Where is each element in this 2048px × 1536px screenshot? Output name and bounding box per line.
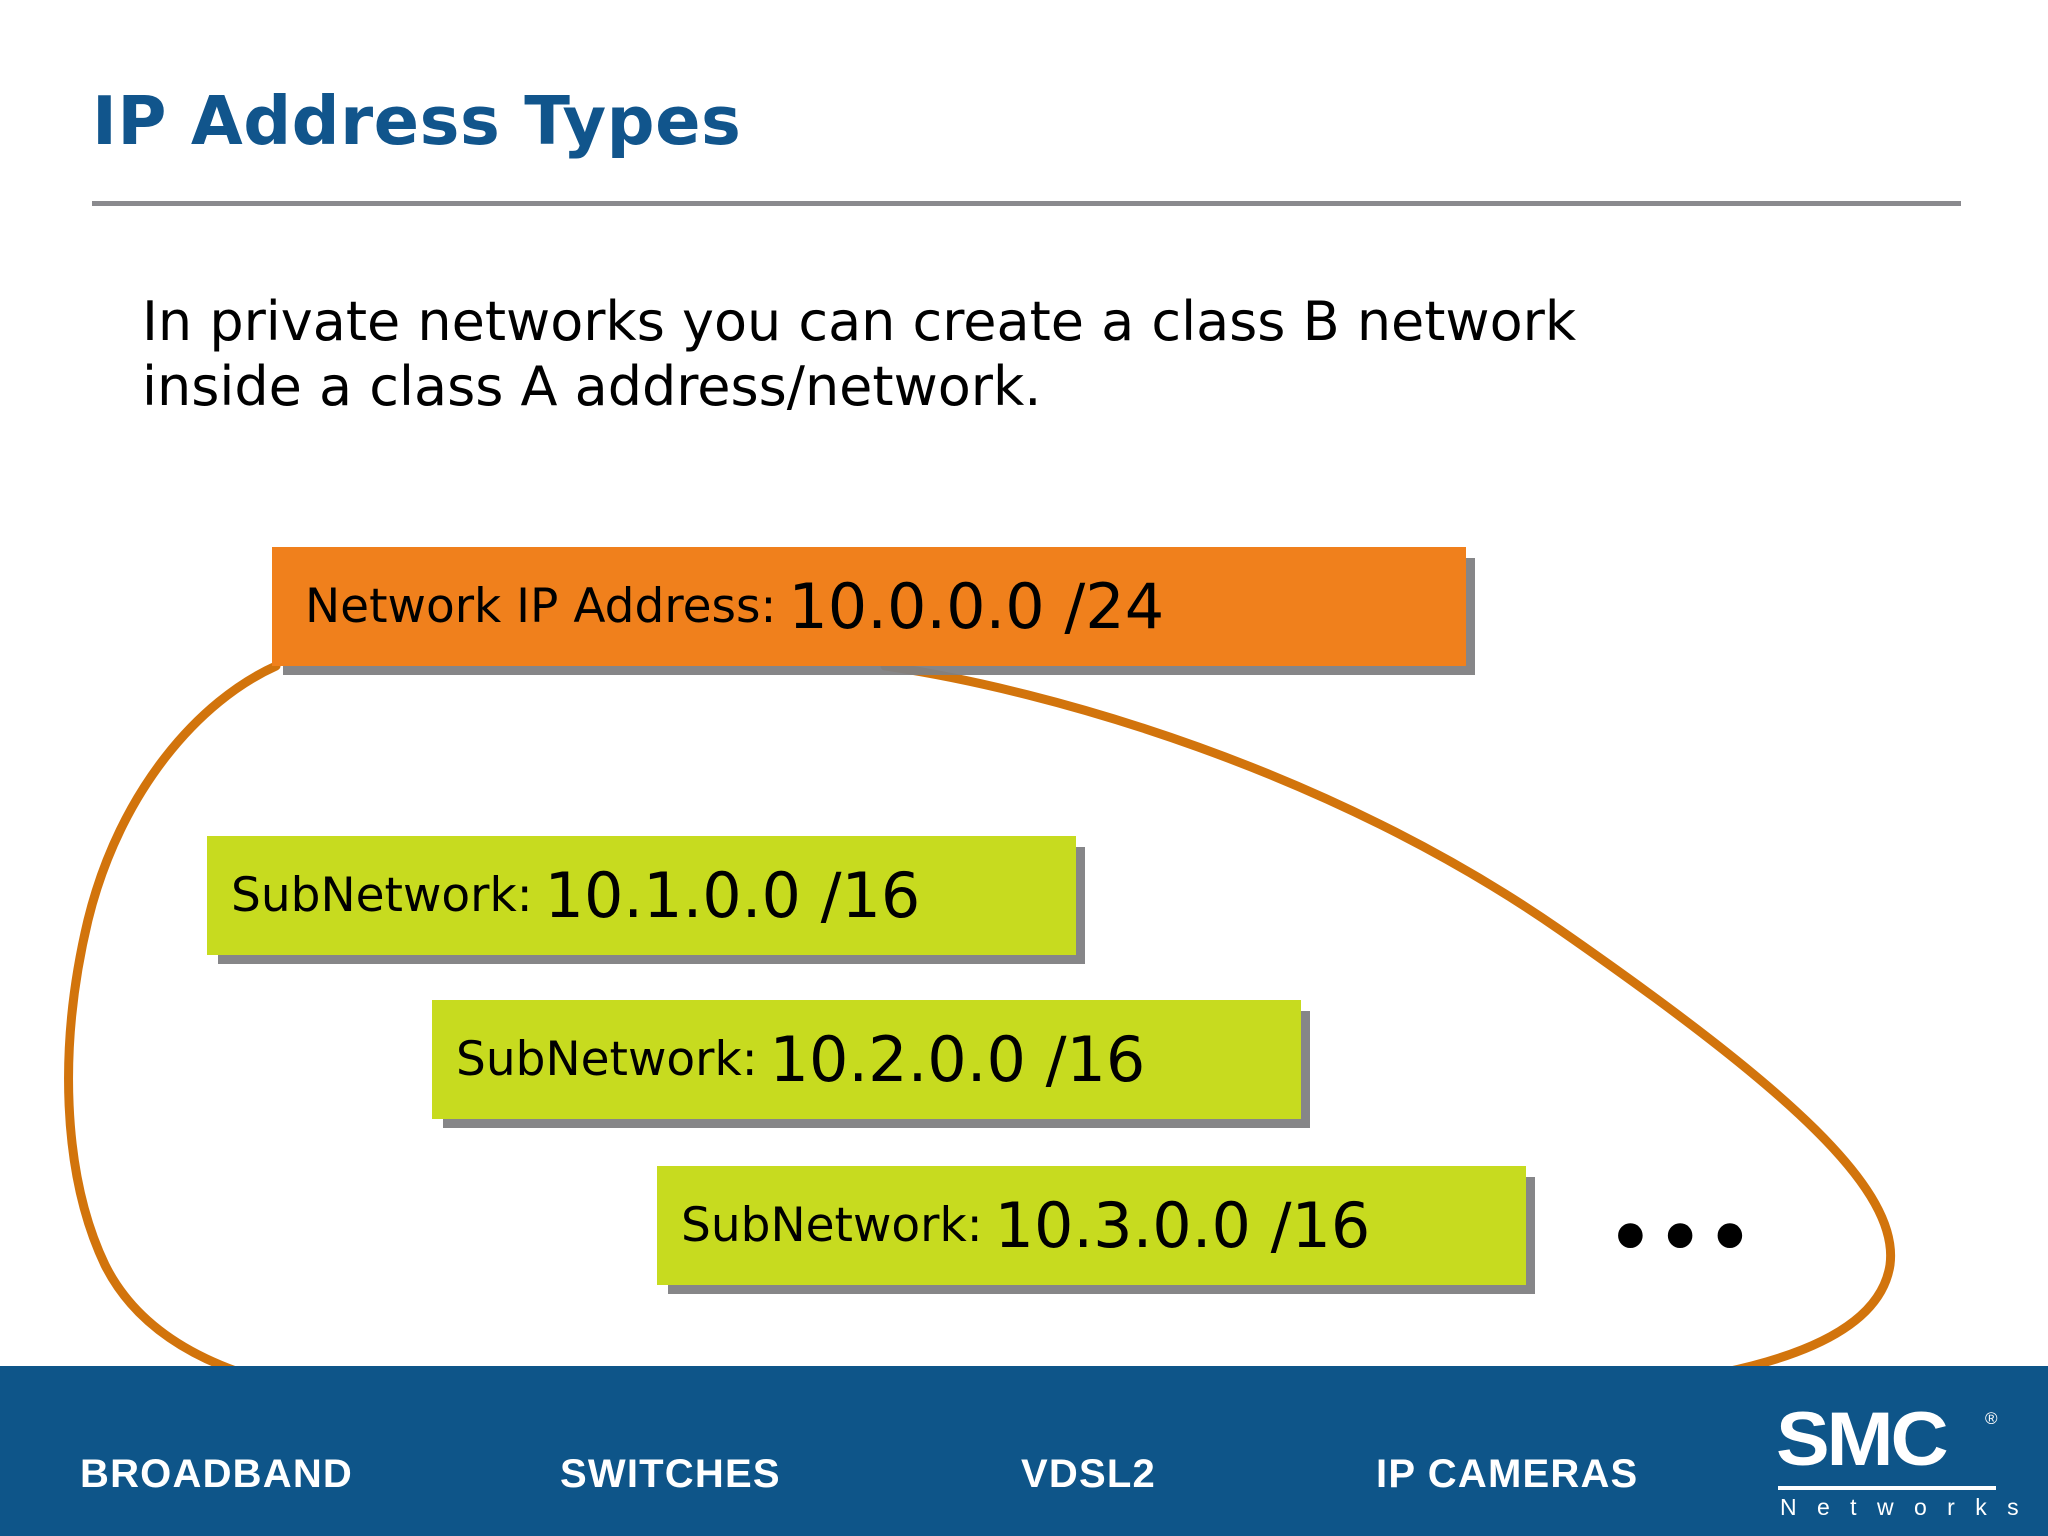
body-line-1: In private networks you can create a cla…	[142, 290, 1577, 353]
subnetwork-value-2: 10.2.0.0 /16	[769, 1023, 1146, 1096]
footer-item-ip-cameras[interactable]: IP CAMERAS	[1376, 1452, 1639, 1496]
smc-networks-logo: SMC ® N e t w o r k s	[1776, 1397, 2019, 1522]
subnetwork-label-1: SubNetwork:	[231, 868, 533, 923]
subnetwork-value-1: 10.1.0.0 /16	[544, 859, 921, 932]
body-paragraph: In private networks you can create a cla…	[142, 290, 1842, 420]
footer-item-vdsl2[interactable]: VDSL2	[1021, 1452, 1156, 1496]
subnetwork-box-2[interactable]: SubNetwork: 10.2.0.0 /16	[432, 1000, 1301, 1119]
logo-underline	[1778, 1486, 1996, 1490]
smc-wordmark: SMC	[1776, 1397, 1949, 1482]
network-ip-box[interactable]: Network IP Address: 10.0.0.0 /24	[272, 547, 1466, 666]
continuation-ellipsis: •••	[1608, 1197, 1758, 1279]
subnetwork-label-2: SubNetwork:	[456, 1032, 758, 1087]
smc-logo-subtitle: N e t w o r k s	[1780, 1494, 2026, 1520]
network-ip-label: Network IP Address:	[305, 579, 777, 634]
footer-item-broadband[interactable]: BROADBAND	[80, 1452, 354, 1496]
page-title: IP Address Types	[92, 82, 742, 160]
network-ip-value: 10.0.0.0 /24	[788, 570, 1165, 643]
title-divider	[92, 201, 1961, 206]
registered-trademark-icon: ®	[1985, 1409, 1998, 1428]
footer-bar	[0, 1366, 2048, 1536]
body-line-2: inside a class A address/network.	[142, 354, 1042, 418]
subnetwork-label-3: SubNetwork:	[681, 1198, 983, 1253]
footer-item-switches[interactable]: SWITCHES	[560, 1452, 781, 1496]
subnetwork-box-1[interactable]: SubNetwork: 10.1.0.0 /16	[207, 836, 1076, 955]
subnetwork-box-3[interactable]: SubNetwork: 10.3.0.0 /16	[657, 1166, 1526, 1285]
subnetwork-value-3: 10.3.0.0 /16	[994, 1189, 1371, 1262]
